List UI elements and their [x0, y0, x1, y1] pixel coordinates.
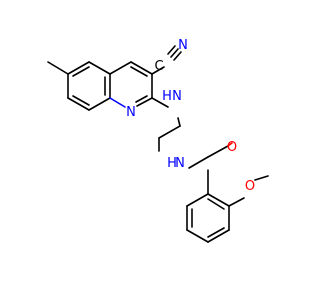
nitrile-nitrogen-label: N: [178, 38, 188, 53]
nitrile-carbon-label: C: [154, 59, 163, 74]
amide-nitrogen-label: N: [175, 156, 185, 171]
ring-nitrogen-label: N: [126, 105, 136, 120]
carbonyl-double-bond: [207, 142, 233, 158]
structure-diagram: C N N H N H N O O: [47, 38, 269, 243]
amine-hydrogen-label: H: [162, 89, 172, 104]
quinoline-pyridine-ring: [109, 61, 153, 108]
carbonyl-oxygen-label: O: [227, 140, 237, 155]
ethylene-bond-1: [158, 125, 181, 139]
o-methyl-bond: [254, 175, 269, 181]
amide-hydrogen-label: H: [167, 156, 177, 171]
nh-ch2-bond: [177, 117, 181, 127]
nitrile-stem: [151, 66, 165, 75]
methoxyphenyl-ring: [186, 193, 230, 243]
c2-nh-bond: [151, 97, 169, 108]
amine-nitrogen-label: N: [172, 89, 182, 104]
nh-amide-bond: [188, 156, 209, 169]
quinoline-benzo-ring: [67, 61, 111, 111]
methoxy-oxygen-label: O: [245, 179, 255, 194]
molecule-svg: C N N H N H N O O: [47, 38, 269, 243]
methyl-bond: [47, 61, 69, 75]
nitrile-triple-bond: [167, 45, 182, 61]
aryl-o-bond: [228, 197, 245, 207]
